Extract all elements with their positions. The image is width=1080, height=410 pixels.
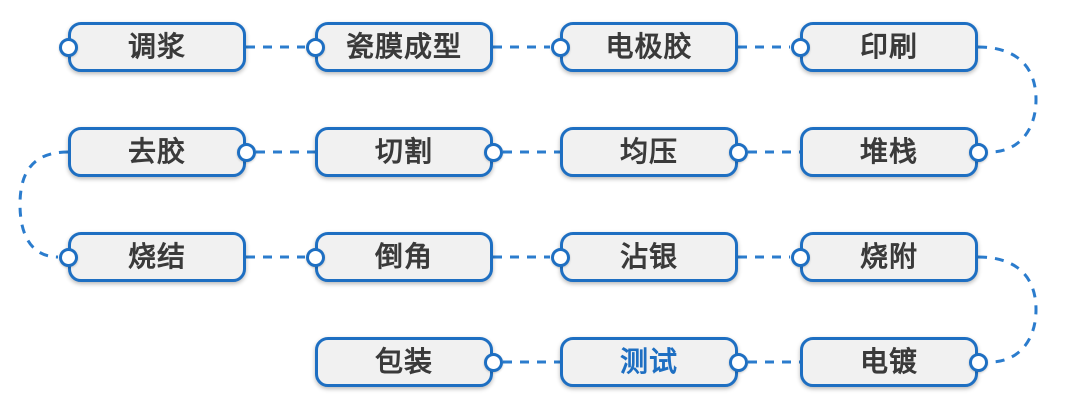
process-step-label: 烧结 xyxy=(127,241,186,272)
connector-dot-junya xyxy=(728,142,748,162)
process-step-zhanyin: 沾银 xyxy=(560,232,738,282)
connector-dot-diandu xyxy=(968,352,988,372)
connector-dot-baozhuang xyxy=(483,352,503,372)
process-step-duizhan: 堆栈 xyxy=(800,127,978,177)
process-step-label: 烧附 xyxy=(859,241,918,272)
process-step-label: 调浆 xyxy=(127,31,186,62)
process-step-qiege: 切割 xyxy=(315,127,493,177)
connector-dot-cimochengxing xyxy=(305,37,325,57)
process-step-label: 电镀 xyxy=(859,346,918,377)
process-step-label: 电极胶 xyxy=(605,31,693,62)
connector-dot-qiege xyxy=(483,142,503,162)
process-step-junya: 均压 xyxy=(560,127,738,177)
connector-dot-dianjijiao xyxy=(550,37,570,57)
process-step-ceshi: 测试 xyxy=(560,337,738,387)
connector-dot-shaojie xyxy=(58,247,78,267)
process-step-label: 包装 xyxy=(374,346,433,377)
process-step-shaofu: 烧附 xyxy=(800,232,978,282)
process-step-shaojie: 烧结 xyxy=(68,232,246,282)
process-step-label: 印刷 xyxy=(859,31,918,62)
process-step-label: 堆栈 xyxy=(859,136,918,167)
process-step-baozhuang: 包装 xyxy=(315,337,493,387)
process-step-diandu: 电镀 xyxy=(800,337,978,387)
process-step-qujiao: 去胶 xyxy=(68,127,246,177)
process-step-label: 切割 xyxy=(374,136,433,167)
process-step-label: 测试 xyxy=(619,346,678,377)
process-step-label: 瓷膜成型 xyxy=(345,31,462,62)
connector-dot-shaofu xyxy=(790,247,810,267)
connector-dot-yinshua xyxy=(790,37,810,57)
process-step-yinshua: 印刷 xyxy=(800,22,978,72)
process-step-dianjijiao: 电极胶 xyxy=(560,22,738,72)
flow-connector-yinshua-duizhan xyxy=(977,45,1038,154)
process-step-tiaojiang: 调浆 xyxy=(68,22,246,72)
connector-dot-duizhan xyxy=(968,142,988,162)
process-step-daojiao: 倒角 xyxy=(315,232,493,282)
process-step-label: 倒角 xyxy=(374,241,433,272)
connector-dot-zhanyin xyxy=(550,247,570,267)
connector-dot-tiaojiang xyxy=(58,37,78,57)
process-step-cimochengxing: 瓷膜成型 xyxy=(315,22,493,72)
process-step-label: 去胶 xyxy=(127,136,186,167)
connector-dot-ceshi xyxy=(728,352,748,372)
connector-dot-daojiao xyxy=(305,247,325,267)
connector-dot-qujiao xyxy=(236,142,256,162)
process-step-label: 沾银 xyxy=(619,241,678,272)
flow-connector-shaofu-diandu xyxy=(977,255,1038,364)
flow-connector-qujiao-shaojie xyxy=(18,150,69,259)
process-step-label: 均压 xyxy=(619,136,678,167)
